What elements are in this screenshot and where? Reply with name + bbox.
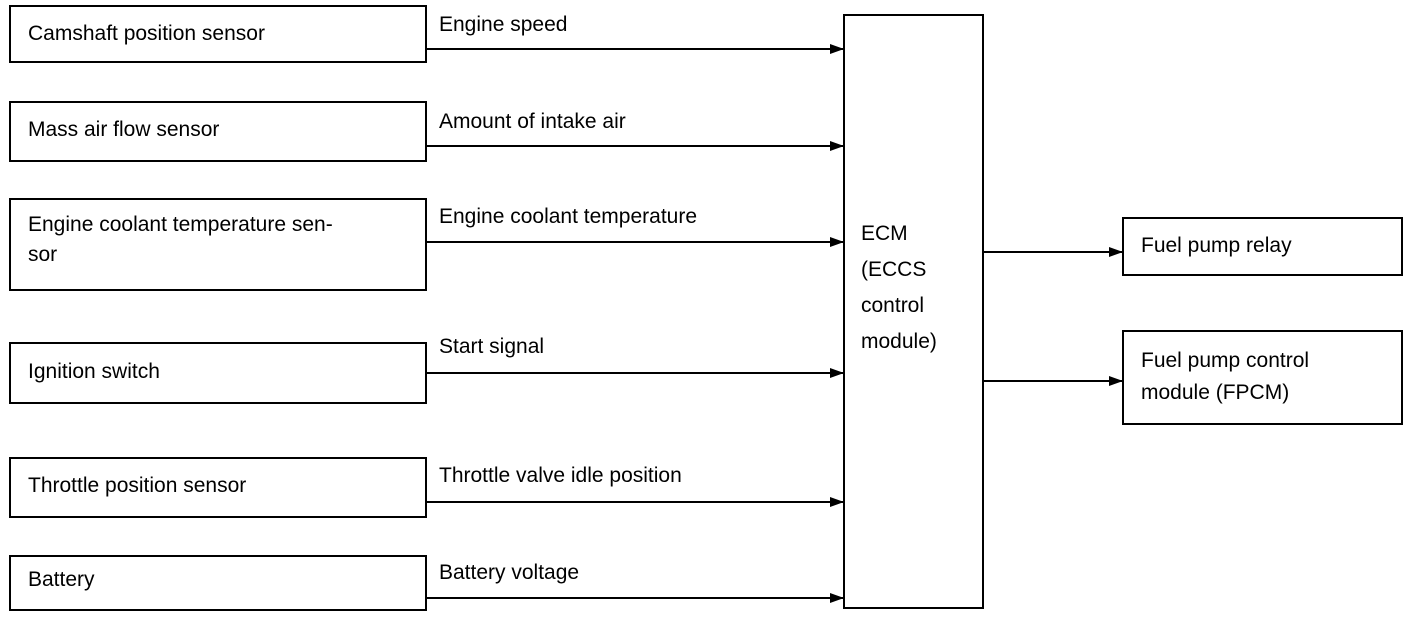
input-label: Throttle position sensor bbox=[28, 474, 247, 497]
input-label: Ignition switch bbox=[28, 360, 160, 383]
input-label: Mass air flow sensor bbox=[28, 118, 220, 141]
signal-label-coolant-temperature: Engine coolant temperature bbox=[439, 205, 697, 228]
ecm-label-line: module) bbox=[861, 330, 937, 353]
signal-label-start-signal: Start signal bbox=[439, 335, 545, 358]
input-label: Battery bbox=[28, 568, 95, 591]
output-label-line: module (FPCM) bbox=[1141, 381, 1290, 404]
input-box-ignition-switch: Ignition switch bbox=[9, 342, 427, 404]
input-label: Camshaft position sensor bbox=[28, 22, 265, 45]
ecm-label-line: ECM bbox=[861, 222, 908, 245]
signal-label-intake-air: Amount of intake air bbox=[439, 110, 626, 133]
signal-label-throttle-idle: Throttle valve idle position bbox=[439, 464, 682, 487]
input-box-engine-coolant-temperature-sensor: Engine coolant temperature sen- sor bbox=[9, 198, 427, 291]
signal-label-engine-speed: Engine speed bbox=[439, 13, 568, 36]
output-label: Fuel pump control module (FPCM) bbox=[1141, 345, 1389, 409]
ecm-label-line: (ECCS bbox=[861, 258, 927, 281]
input-box-mass-air-flow-sensor: Mass air flow sensor bbox=[9, 101, 427, 162]
input-box-throttle-position-sensor: Throttle position sensor bbox=[9, 457, 427, 518]
output-label-line: Fuel pump control bbox=[1141, 349, 1310, 372]
output-label: Fuel pump relay bbox=[1141, 234, 1292, 257]
input-box-camshaft-position-sensor: Camshaft position sensor bbox=[9, 5, 427, 63]
output-box-fuel-pump-relay: Fuel pump relay bbox=[1122, 217, 1403, 276]
output-box-fuel-pump-control-module: Fuel pump control module (FPCM) bbox=[1122, 330, 1403, 425]
input-box-battery: Battery bbox=[9, 555, 427, 611]
ecm-label: ECM (ECCS control module) bbox=[861, 216, 970, 360]
ecm-box: ECM (ECCS control module) bbox=[843, 14, 984, 609]
signal-label-battery-voltage: Battery voltage bbox=[439, 561, 580, 584]
ecm-label-line: control bbox=[861, 294, 925, 317]
input-label: Engine coolant temperature sen- sor bbox=[28, 213, 333, 266]
